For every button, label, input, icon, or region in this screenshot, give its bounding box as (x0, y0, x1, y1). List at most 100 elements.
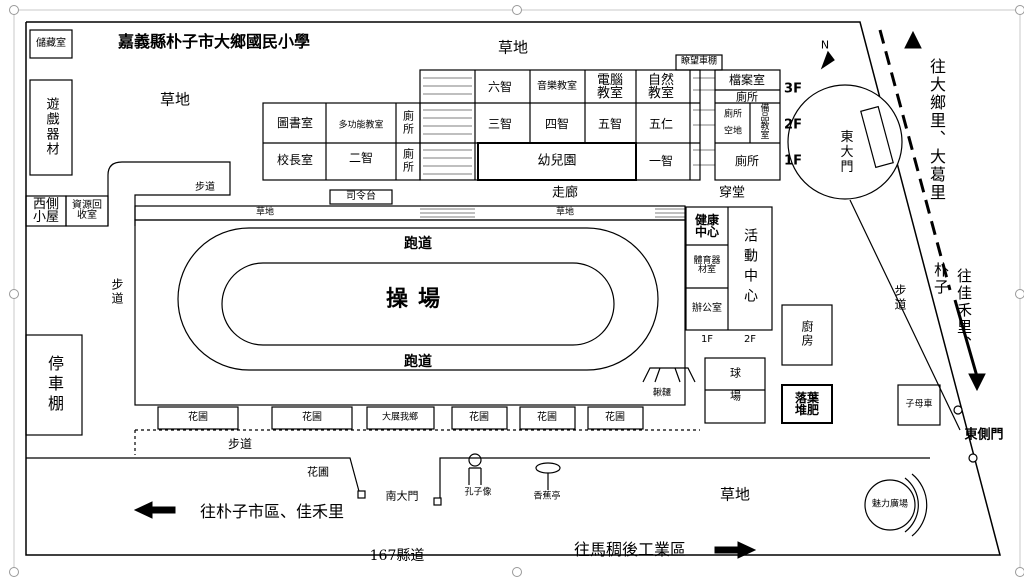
label-direction-puzi: 朴子 (932, 262, 950, 296)
garden-1 (157, 406, 239, 430)
label-mother-car: 子母車 (905, 399, 933, 410)
label-road-tower: 瞭望車棚 (680, 56, 718, 67)
label-2f: 2F (784, 117, 802, 133)
label-compost: 落葉堆肥 (794, 391, 819, 417)
label-garden-1: 花圃 (188, 412, 208, 423)
label-south-gate: 南大門 (385, 489, 419, 503)
label-garden-2: 花圃 (302, 412, 322, 423)
label-3f: 3F (784, 81, 802, 97)
label-grass-strip-1: 草地 (255, 207, 275, 218)
garden-3 (451, 406, 508, 430)
label-music: 音樂教室 (537, 81, 577, 92)
running-track-outer (177, 227, 659, 371)
label-science: 自然教室 (647, 73, 674, 101)
label-activity: 活動中心 (742, 228, 758, 308)
activity-center (685, 206, 773, 331)
west-sidewalk (107, 161, 231, 226)
label-garden-bottom: 花圃 (307, 465, 329, 479)
grass-strip (134, 205, 686, 221)
garden-5 (587, 406, 644, 430)
label-fragrance: 香蕉亭 (533, 491, 561, 502)
label-parking: 停車棚 (45, 355, 64, 415)
label-game-equipment: 遊戲器材 (43, 97, 59, 157)
label-direction-jiahe: 往佳禾里、 (955, 268, 973, 353)
resize-handle-ml[interactable] (9, 289, 19, 299)
label-act-2f: 2F (743, 334, 757, 345)
running-track-inner (221, 262, 615, 346)
label-sidewalk-west: 步道 (195, 182, 215, 193)
label-computer: 電腦教室 (596, 73, 623, 101)
resize-handle-mr[interactable] (1015, 289, 1024, 299)
compass-arrow (820, 50, 835, 70)
label-kindergarten: 幼兒園 (537, 153, 577, 169)
storage-room (29, 29, 73, 59)
label-health: 健康中心 (694, 213, 719, 239)
label-storage: 儲藏室 (36, 38, 66, 49)
label-grass-top: 草地 (497, 38, 529, 57)
label-confucius: 孔子像 (464, 487, 492, 498)
label-grass-strip-2: 草地 (555, 207, 575, 218)
garden-4 (519, 406, 576, 430)
label-two-zhi: 二智 (348, 151, 374, 165)
label-grass-topleft: 草地 (159, 90, 191, 109)
label-five-zhi: 五智 (597, 117, 623, 131)
game-equipment-room (29, 79, 73, 176)
label-five-ren: 五仁 (648, 117, 674, 131)
label-direction-north-east: 往大鄉里、大葛里 (927, 58, 946, 202)
kitchen (781, 304, 833, 366)
label-garden-4: 花圃 (537, 412, 557, 423)
label-one-zhi: 一智 (648, 154, 674, 168)
label-charm-plaza: 魅力廣場 (871, 499, 909, 510)
compost (781, 384, 833, 424)
label-track-bottom: 跑道 (404, 354, 432, 370)
label-toilet-2f-east: 廁所 (723, 109, 743, 120)
label-west-hut: 西側小屋 (32, 197, 59, 225)
label-daxiang: 大展我鄉 (381, 412, 419, 423)
label-direction-east: 往馬稠後工業區 (573, 540, 687, 559)
east-arrow-shape (714, 541, 757, 559)
label-court: 球場 (728, 367, 742, 413)
swing (642, 367, 696, 383)
garden-2 (271, 406, 353, 430)
label-act-1f: 1F (700, 334, 714, 345)
label-track-top: 跑道 (404, 236, 432, 252)
label-1f: 1F (784, 153, 802, 169)
label-east-gate: 東大門 (837, 129, 853, 175)
garden-daxiang (366, 406, 435, 430)
playground-area (134, 219, 686, 406)
label-archive: 檔案室 (728, 73, 766, 87)
label-sidewalk-east: 步道 (893, 284, 907, 312)
label-sidewalk-bottom: 步道 (227, 437, 253, 451)
resize-handle-tl[interactable] (9, 5, 19, 15)
resize-handle-tr[interactable] (1015, 5, 1024, 15)
label-toilet-1f: 廁所 (401, 148, 415, 174)
label-pe-equipment: 體育器材室 (693, 256, 721, 275)
label-prep-room: 備品教室 (760, 104, 770, 141)
label-compass-n: N (820, 38, 830, 52)
south-arrow (968, 373, 986, 392)
label-empty: 空地 (723, 126, 743, 137)
kindergarten-box (477, 142, 637, 181)
label-corridor: 走廊 (551, 185, 579, 201)
label-east-side-gate: 東側門 (964, 427, 1004, 443)
label-toilet-1f-east: 廁所 (734, 154, 760, 168)
label-three-zhi: 三智 (487, 117, 513, 131)
resize-handle-tm[interactable] (512, 5, 522, 15)
label-grass-bottom: 草地 (719, 485, 751, 504)
label-direction-west: 往朴子市區、佳禾里 (199, 502, 345, 521)
label-recycle: 資源回收室 (72, 200, 102, 221)
label-principal: 校長室 (276, 153, 314, 167)
label-kitchen: 廚房 (800, 320, 814, 348)
label-swing: 鞦韆 (652, 388, 672, 399)
label-playground: 操場 (385, 287, 451, 312)
label-sidewalk-left: 步道 (110, 278, 124, 306)
label-stage: 司令台 (346, 191, 376, 202)
label-toilet-3f: 廁所 (736, 90, 758, 104)
label-four-zhi: 四智 (544, 117, 570, 131)
stage (329, 189, 393, 205)
label-garden-5: 花圃 (605, 412, 625, 423)
label-hall: 穿堂 (718, 185, 746, 201)
east-gate (787, 84, 903, 200)
north-arrow (904, 30, 922, 49)
